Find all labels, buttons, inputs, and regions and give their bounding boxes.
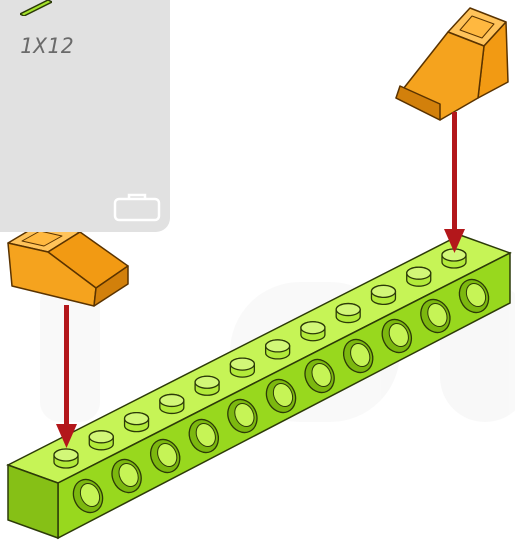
beam-hole (342, 338, 374, 374)
beam-hole (304, 358, 335, 394)
beam-hole (381, 318, 413, 354)
beam-thumbnail-icon (20, 0, 52, 16)
beam-hole (149, 438, 181, 474)
technic-beam-1x12 (6, 234, 512, 540)
beam-hole (458, 278, 490, 314)
beam-hole (188, 418, 220, 454)
part-quantity-label: 1X12 (20, 34, 75, 58)
briefcase-icon-shape (113, 193, 161, 222)
placement-arrow-left (56, 305, 77, 448)
beam-stud (88, 430, 114, 451)
beam-hole (265, 378, 297, 414)
briefcase-icon[interactable] (112, 192, 162, 222)
beam-stud (300, 321, 326, 342)
beam-stud (123, 411, 150, 433)
beam-stud (370, 284, 397, 306)
beam-stud (406, 266, 432, 287)
slope-brick-left (7, 223, 129, 307)
parts-panel (0, 0, 170, 232)
beam-hole (227, 398, 258, 434)
slope-brick-right (395, 7, 509, 121)
beam-hole (72, 478, 104, 514)
beam-end-face (7, 463, 59, 540)
placement-arrow-right (444, 112, 465, 253)
beam-stud (335, 302, 361, 324)
beam-stud (159, 393, 185, 415)
beam-hole (420, 298, 451, 334)
beam-stud (264, 339, 291, 360)
beam-stud (53, 448, 79, 469)
beam-hole (111, 458, 142, 494)
beam-stud (194, 375, 220, 396)
beam-stud (229, 357, 256, 378)
